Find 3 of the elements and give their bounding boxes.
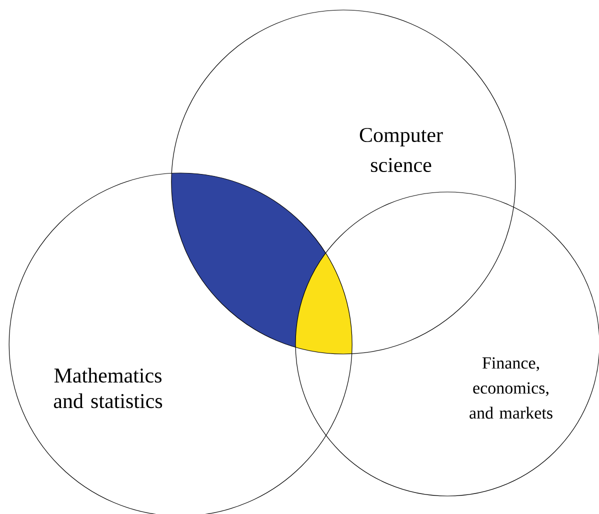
set-label: Computer science: [360, 128, 443, 172]
set-label: Finance, economics, and markets: [470, 357, 552, 419]
set-label: Mathematics and statistics: [54, 368, 162, 408]
